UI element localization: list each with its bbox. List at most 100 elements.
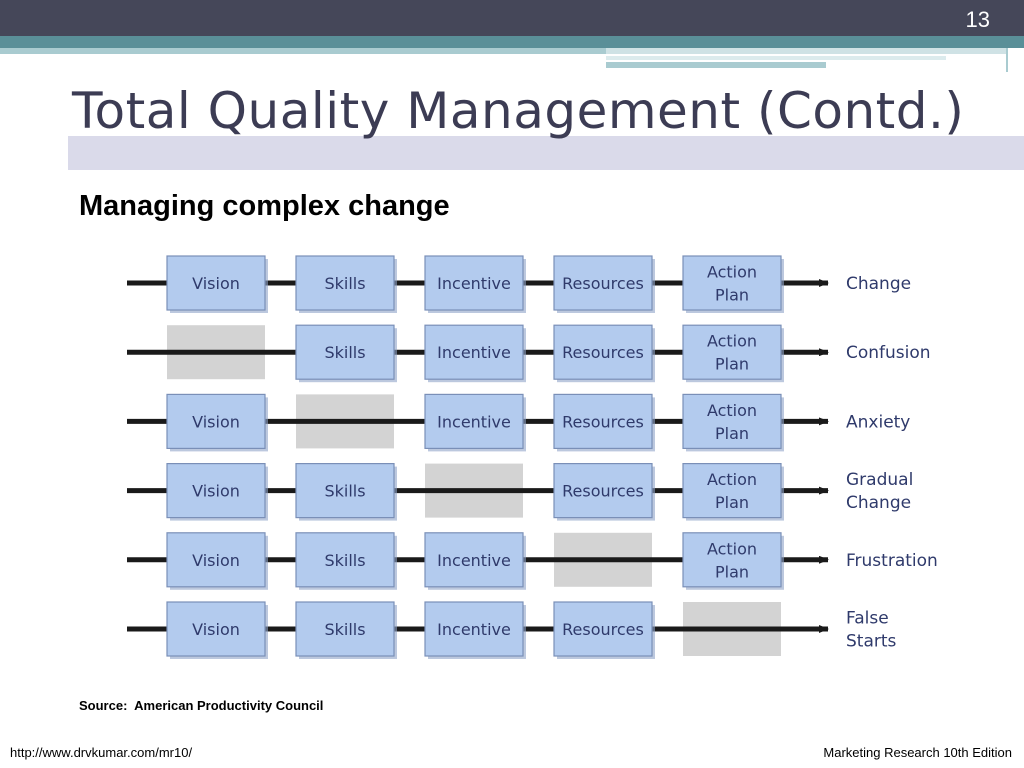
element-label: Resources: [562, 412, 644, 431]
element-box: Skills: [295, 601, 397, 659]
element-label: Incentive: [437, 274, 511, 293]
element-box-rect: [553, 255, 653, 311]
element-box: Resources: [553, 324, 655, 383]
outcome-label: False: [846, 609, 889, 629]
element-box-rect: [682, 532, 782, 588]
outcome-label: Frustration: [846, 551, 938, 571]
diagram-row: Vision Skills Incentive Resources FalseStart…: [127, 601, 897, 659]
header-band-edge: [1006, 48, 1024, 72]
element-label: Action: [707, 332, 757, 351]
element-box-rect: [166, 532, 266, 588]
outcome-label: Change: [846, 274, 911, 294]
element-box-rect: [424, 601, 524, 657]
element-box: Skills: [295, 255, 397, 313]
outcome-label: Starts: [846, 632, 897, 652]
element-box-rect: [553, 601, 653, 657]
element-box: Incentive: [424, 601, 526, 659]
element-box-rect: [295, 463, 395, 519]
element-box-rect: [166, 601, 266, 657]
source-note: Source: American Productivity Council: [79, 698, 324, 713]
element-label: Action: [707, 263, 757, 282]
slide-number: 13: [965, 7, 990, 32]
element-box: Vision: [166, 601, 268, 659]
element-label: Plan: [715, 493, 749, 512]
element-box: Vision: [166, 255, 268, 313]
element-box-rect: [424, 324, 524, 380]
outcome-label: Confusion: [846, 343, 931, 363]
element-label: Resources: [562, 482, 644, 501]
element-label: Skills: [324, 551, 365, 570]
element-box-rect: [295, 601, 395, 657]
element-label: Incentive: [437, 620, 511, 639]
element-box: Incentive: [424, 393, 526, 452]
element-box-rect: [682, 463, 782, 519]
element-label: Action: [707, 539, 757, 558]
diagram-row: Vision Skills Incentive Resources ActionPlan…: [127, 255, 911, 313]
element-label: Action: [707, 401, 757, 420]
element-box: Incentive: [424, 532, 526, 590]
element-label: Vision: [192, 620, 240, 639]
element-label: Plan: [715, 355, 749, 374]
element-label: Plan: [715, 562, 749, 581]
element-box: Incentive: [424, 255, 526, 313]
element-box-rect: [682, 255, 782, 311]
slide-title: Total Quality Management (Contd.): [72, 82, 965, 140]
header-band-accent: [606, 56, 946, 60]
element-box-rect: [295, 324, 395, 380]
element-label: Incentive: [437, 343, 511, 362]
element-label: Skills: [324, 620, 365, 639]
element-box-rect: [682, 393, 782, 449]
element-label: Resources: [562, 274, 644, 293]
element-box: Vision: [166, 532, 268, 590]
element-box: Resources: [553, 255, 655, 313]
element-label: Incentive: [437, 551, 511, 570]
element-box: Incentive: [424, 324, 526, 383]
outcome-label: Change: [846, 493, 911, 513]
outcome-label: Gradual: [846, 470, 913, 490]
element-box-rect: [553, 393, 653, 449]
top-bar: [0, 0, 1024, 36]
element-label: Plan: [715, 424, 749, 443]
element-label: Skills: [324, 343, 365, 362]
slide-subtitle: Managing complex change: [79, 190, 450, 222]
element-box: Skills: [295, 324, 397, 383]
element-box-rect: [166, 255, 266, 311]
footer-edition: Marketing Research 10th Edition: [823, 745, 1012, 760]
header-band-light: [0, 48, 606, 54]
element-label: Plan: [715, 286, 749, 305]
element-label: Skills: [324, 482, 365, 501]
element-label: Resources: [562, 343, 644, 362]
header-band: [0, 36, 1024, 48]
element-box-rect: [553, 324, 653, 380]
element-box-rect: [424, 393, 524, 449]
header-band-accent: [606, 62, 826, 68]
element-box: Skills: [295, 463, 397, 521]
element-box-rect: [424, 255, 524, 311]
element-label: Incentive: [437, 412, 511, 431]
element-box: Vision: [166, 393, 268, 452]
element-box-rect: [166, 463, 266, 519]
element-box-rect: [682, 324, 782, 380]
element-label: Vision: [192, 412, 240, 431]
element-label: Skills: [324, 274, 365, 293]
element-box-rect: [166, 393, 266, 449]
element-label: Vision: [192, 274, 240, 293]
element-box-rect: [424, 532, 524, 588]
outcome-label: Anxiety: [846, 412, 910, 432]
element-label: Action: [707, 470, 757, 489]
element-box: Resources: [553, 601, 655, 659]
element-box-rect: [295, 255, 395, 311]
header-band-accent: [606, 48, 1006, 54]
element-box: Resources: [553, 463, 655, 521]
element-label: Vision: [192, 551, 240, 570]
